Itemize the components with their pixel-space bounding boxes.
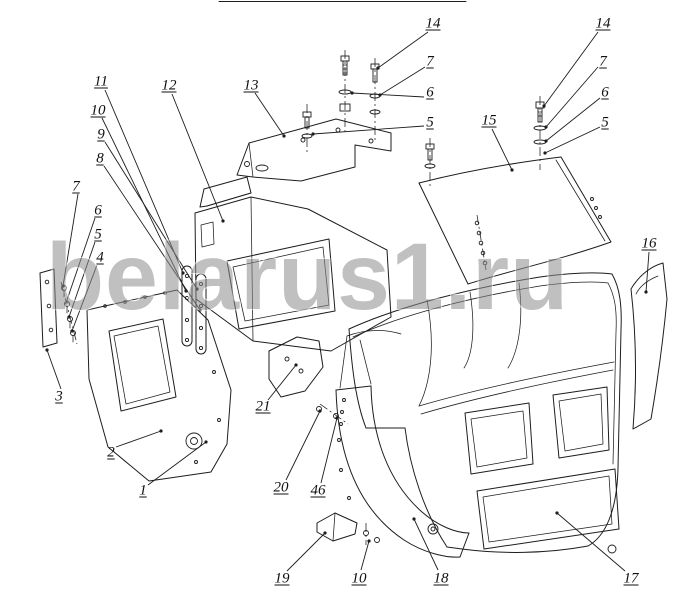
side-panel-window	[108, 318, 177, 412]
screws-20-46	[316, 398, 349, 426]
washer	[301, 133, 313, 139]
part-callout-4: 4	[96, 249, 104, 266]
part-callout-18: 18	[433, 570, 449, 587]
part-callout-5: 5	[426, 114, 434, 131]
part-callout-7: 7	[72, 178, 80, 195]
part-callout-19: 19	[274, 570, 290, 587]
part-callout-5: 5	[601, 114, 609, 131]
part-callout-21: 21	[255, 398, 271, 415]
front-cowl-panel	[194, 176, 392, 352]
mounting-strips	[181, 265, 207, 355]
washer	[424, 163, 436, 169]
part-callout-13: 13	[243, 77, 259, 94]
fastener-set-left	[39, 268, 78, 348]
screw	[363, 530, 369, 536]
part-callout-6: 6	[426, 84, 434, 101]
rear-lower-panel	[476, 468, 620, 550]
rear-window-right	[552, 386, 610, 459]
rear-roof-panel	[418, 156, 612, 285]
retainer-plate	[39, 268, 58, 348]
screw	[64, 301, 70, 307]
part-callout-10: 10	[351, 570, 367, 587]
part-callout-1: 1	[139, 482, 147, 499]
mounting-bolts-right	[424, 96, 547, 186]
side-window-panel	[630, 262, 668, 430]
windshield-aperture	[226, 238, 336, 330]
rear-window-left	[464, 402, 534, 475]
cab-frame	[348, 272, 622, 554]
part-callout-16: 16	[641, 235, 657, 252]
part-callout-2: 2	[107, 444, 115, 461]
part-callout-9: 9	[97, 126, 105, 143]
floor-plug	[427, 523, 439, 535]
corner-bracket	[268, 336, 324, 398]
screw	[374, 537, 380, 543]
washer	[369, 109, 381, 115]
part-callout-15: 15	[481, 112, 497, 129]
part-callout-6: 6	[601, 84, 609, 101]
leader-lines	[45, 31, 650, 572]
part-callout-46: 46	[310, 482, 326, 499]
caster-wheel	[607, 544, 617, 554]
part-callout-14: 14	[425, 15, 441, 32]
part-callout-14: 14	[595, 15, 611, 32]
part-callout-3: 3	[55, 388, 63, 405]
roof-bracket	[236, 118, 392, 182]
part-callout-7: 7	[599, 53, 607, 70]
part-callout-6: 6	[94, 202, 102, 219]
part-callout-8: 8	[96, 150, 104, 167]
part-callout-20: 20	[273, 479, 289, 496]
floor-brackets	[316, 512, 380, 545]
nut	[339, 103, 351, 112]
part-callout-5: 5	[94, 226, 102, 243]
grommet	[185, 432, 203, 450]
part-callout-10: 10	[90, 102, 106, 119]
mounting-bolts-left	[301, 50, 381, 152]
part-callout-7: 7	[426, 53, 434, 70]
fender-panel	[335, 330, 470, 558]
part-callout-11: 11	[94, 73, 108, 90]
part-callout-12: 12	[161, 77, 177, 94]
part-callout-17: 17	[623, 570, 639, 587]
side-panel	[86, 289, 232, 482]
